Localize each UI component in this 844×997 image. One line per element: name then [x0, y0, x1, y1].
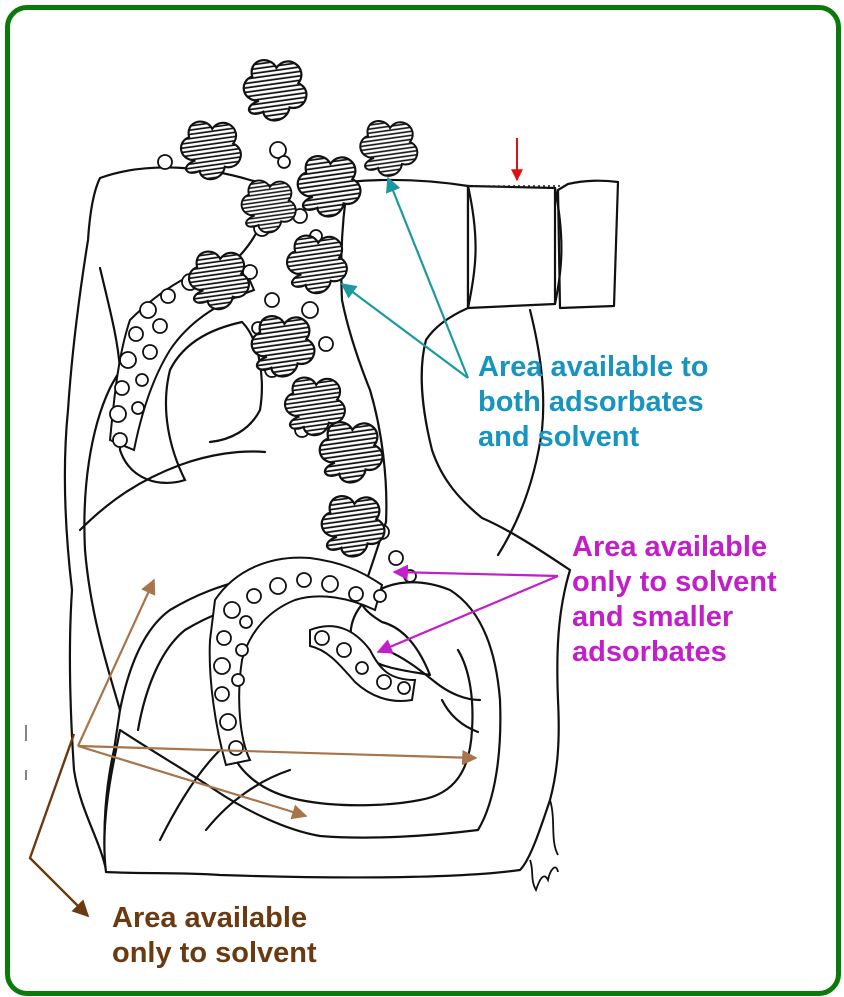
- surface-marker: [468, 138, 568, 186]
- small-circle-icon: [374, 590, 386, 602]
- small-circle-icon: [113, 433, 127, 447]
- small-circle-icon: [240, 616, 252, 628]
- small-circle-icon: [110, 406, 126, 422]
- small-circle-icon: [398, 682, 410, 694]
- hatched-cloud-icon: [287, 236, 347, 294]
- small-circle-icon: [232, 674, 244, 686]
- right-block-back: [558, 181, 618, 308]
- small-circle-icon: [120, 352, 136, 368]
- small-circle-icon: [389, 551, 403, 565]
- small-circle-icon: [217, 631, 231, 645]
- small-circle-icon: [158, 155, 172, 169]
- small-circle-icon: [265, 293, 279, 307]
- hatched-cloud-icon: [252, 316, 315, 376]
- small-circle-icon: [319, 337, 333, 351]
- label-only-solvent: Area available only to solvent: [112, 901, 317, 971]
- small-circle-icon: [356, 662, 368, 674]
- small-circle-icon: [377, 675, 391, 689]
- small-circle-icon: [315, 631, 329, 645]
- hatched-cloud-icon: [320, 422, 383, 482]
- small-circle-icon: [140, 302, 156, 318]
- hatched-cloud-icon: [242, 180, 296, 232]
- hatched-cloud-icon: [360, 121, 417, 176]
- right-block-front: [468, 186, 555, 308]
- hatched-cloud-icon: [181, 122, 241, 180]
- hatched-cloud-icon: [244, 60, 307, 120]
- small-circle-icon: [136, 374, 148, 386]
- small-circle-icon: [143, 345, 157, 359]
- small-circle-icon: [161, 289, 175, 303]
- small-circle-icon: [220, 714, 236, 730]
- small-circle-icon: [337, 643, 351, 657]
- label-solvent-and-smaller-adsorbates: Area available only to solvent and small…: [572, 530, 777, 670]
- small-circle-icon: [153, 319, 167, 333]
- small-circle-icon: [322, 576, 338, 592]
- small-circle-icon: [129, 327, 143, 341]
- diagram-frame: Area available to both adsorbates and so…: [5, 5, 841, 996]
- small-circle-icon: [215, 687, 229, 701]
- small-circle-icon: [115, 381, 129, 395]
- small-circle-icon: [302, 302, 318, 318]
- small-circle-icon: [278, 156, 290, 168]
- small-circle-icon: [229, 741, 243, 755]
- small-circle-icon: [270, 578, 286, 594]
- label-both-adsorbates-and-solvent: Area available to both adsorbates and so…: [478, 350, 709, 455]
- small-circle-icon: [236, 644, 248, 656]
- hatched-cloud-icon: [322, 496, 385, 556]
- small-circle-icon: [132, 402, 144, 414]
- small-circle-icon: [349, 587, 363, 601]
- small-circle-icon: [247, 589, 261, 603]
- hatched-cloud-icon: [189, 252, 249, 310]
- porous-adsorbent-illustration: [10, 10, 836, 991]
- small-circle-icon: [214, 658, 230, 674]
- small-circle-icon: [224, 602, 240, 618]
- small-circle-icon: [297, 573, 311, 587]
